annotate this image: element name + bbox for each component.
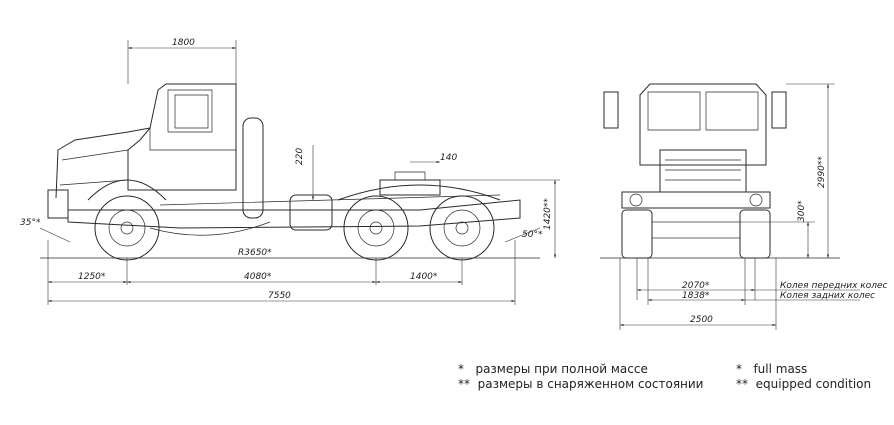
- bumper: [47, 189, 69, 219]
- dim-departure-angle: 50°*: [522, 230, 543, 240]
- dim-saddle-offset: 140: [440, 153, 457, 163]
- dim-rear-track: 1838*: [682, 291, 710, 301]
- dim-bogie-base: 1400*: [410, 272, 438, 282]
- front-view: 2990** 300* 2070* 1838* 2500 Колея перед…: [600, 83, 888, 330]
- frame: [67, 199, 521, 229]
- front-bumper: [621, 191, 771, 209]
- right-mirror: [771, 91, 787, 129]
- spare-wheel: [242, 117, 264, 219]
- dim-cab-length: 1800: [172, 38, 195, 48]
- front-left-wheel: [621, 209, 653, 259]
- dim-total-length: 7550: [268, 291, 291, 301]
- legend-text: размеры в снаряженном состоянии: [477, 377, 704, 391]
- dim-wheelbase: 4080*: [244, 272, 272, 282]
- left-mirror: [603, 91, 619, 129]
- front-right-wheel: [739, 209, 771, 259]
- rear-track-label: Колея задних колес: [780, 291, 875, 301]
- legend-ru-full-mass: * размеры при полной массе: [458, 362, 648, 376]
- legend-ru-equipped: ** размеры в снаряженном состоянии: [458, 377, 703, 391]
- dim-hitch-height: 220: [295, 148, 305, 165]
- dim-frame-height: 1420**: [543, 198, 553, 230]
- dim-total-height: 2990**: [817, 156, 827, 188]
- dim-ground-clearance: 300*: [797, 200, 807, 222]
- front-axle: [651, 221, 741, 239]
- legend-text: full mass: [753, 362, 808, 376]
- legend-mark: **: [458, 377, 470, 391]
- dim-front-track: 2070*: [682, 281, 710, 291]
- rear-wheel-1: [343, 195, 409, 261]
- legend-text: размеры при полной массе: [475, 362, 648, 376]
- front-track-label: Колея передних колес: [780, 281, 888, 291]
- hood: [55, 127, 151, 199]
- legend-mark: *: [736, 362, 742, 376]
- front-wheel: [94, 195, 160, 261]
- dim-total-width: 2500: [690, 315, 713, 325]
- legend-en-full-mass: * full mass: [736, 362, 807, 376]
- legend-en-equipped: ** equipped condition: [736, 377, 871, 391]
- dim-turn-radius: R3650*: [238, 248, 272, 258]
- dim-approach-angle: 35°*: [20, 218, 41, 228]
- dim-front-overhang: 1250*: [78, 272, 106, 282]
- cab: [127, 83, 237, 191]
- side-view: 1800 220 140 35°* 50°* R3650* 1420** 125…: [20, 38, 560, 305]
- legend-mark: **: [736, 377, 748, 391]
- grille: [659, 149, 747, 193]
- legend-text: equipped condition: [755, 377, 872, 391]
- front-cab: [639, 83, 767, 166]
- legend-mark: *: [458, 362, 464, 376]
- fuel-tank: [289, 194, 333, 231]
